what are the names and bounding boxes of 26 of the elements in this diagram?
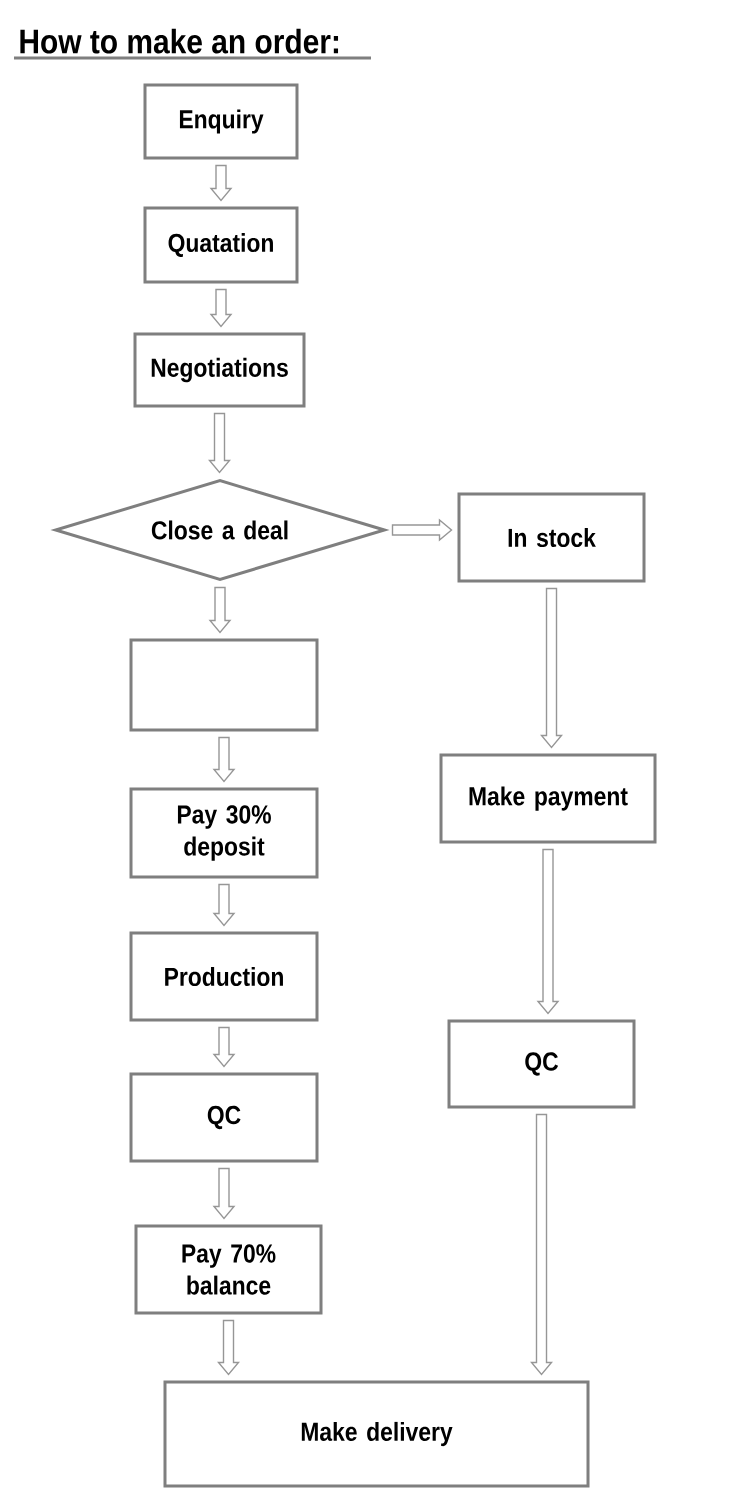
process-box: Pay 30% deposit xyxy=(129,787,319,879)
process-box: Negotiations xyxy=(133,332,306,408)
arrow xyxy=(208,586,232,634)
process-box: Make delivery xyxy=(163,1380,590,1488)
process-box xyxy=(129,638,319,732)
process-box: Make payment xyxy=(439,753,657,844)
process-box: QC xyxy=(129,1072,319,1163)
process-box: Production xyxy=(129,931,319,1022)
arrow xyxy=(212,1026,236,1068)
arrow xyxy=(540,587,563,749)
process-box: Pay 70% balance xyxy=(134,1224,323,1315)
arrow xyxy=(209,288,233,328)
arrow xyxy=(391,518,453,542)
arrow xyxy=(212,883,236,927)
arrow xyxy=(536,848,560,1015)
arrow xyxy=(208,412,231,474)
process-box: QC xyxy=(447,1019,636,1109)
arrow xyxy=(209,164,233,202)
process-box: In stock xyxy=(457,492,646,583)
arrow xyxy=(530,1113,553,1376)
process-box: Enquiry xyxy=(143,83,299,160)
arrow xyxy=(212,736,236,783)
arrow xyxy=(212,1167,236,1220)
process-box: Quatation xyxy=(143,206,299,284)
arrow xyxy=(217,1319,240,1376)
title: How to make an order: xyxy=(14,28,371,60)
